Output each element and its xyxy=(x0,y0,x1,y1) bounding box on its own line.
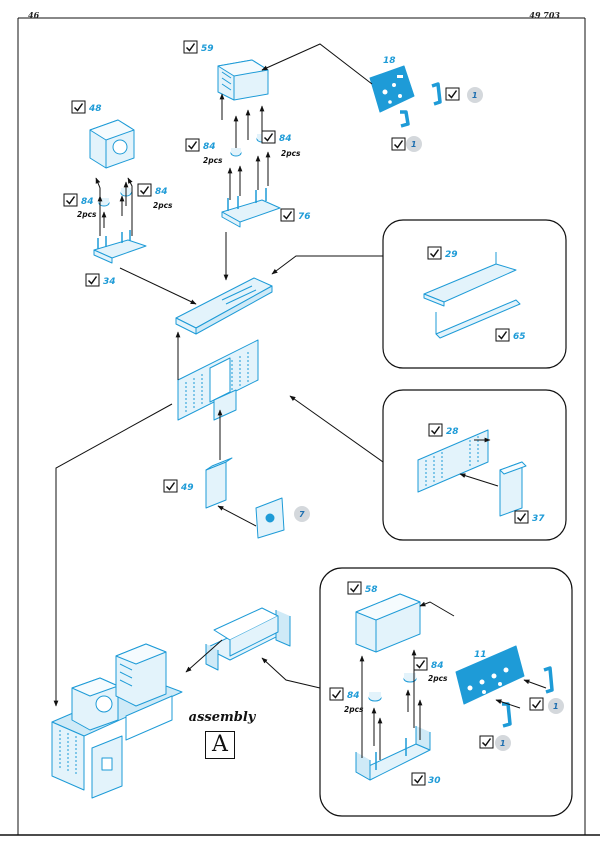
part-number-48: 48 xyxy=(88,104,102,114)
part-number-34: 34 xyxy=(103,277,116,287)
badge xyxy=(294,506,310,522)
part-number-58: 58 xyxy=(365,585,378,595)
part-1-handle xyxy=(400,110,410,128)
part-48-box xyxy=(89,119,135,169)
part-number-30: 30 xyxy=(428,776,441,786)
assembly-label: assembly xyxy=(188,710,256,725)
check-icon xyxy=(514,510,529,524)
main-shelf-assembly xyxy=(175,277,273,335)
check-icon xyxy=(479,735,494,749)
instrument-panel xyxy=(177,339,259,421)
part-59-box xyxy=(217,59,269,101)
part-number-84: 84 xyxy=(155,187,168,197)
part-34-bracket xyxy=(93,230,147,264)
assembly-letter: A xyxy=(205,731,235,759)
part-number-28: 28 xyxy=(446,427,459,437)
part-number-11: 11 xyxy=(474,650,487,660)
quantity-note: 2pcs xyxy=(428,674,448,683)
check-icon xyxy=(427,246,442,260)
part-29-shelf xyxy=(423,252,517,307)
check-icon xyxy=(85,273,100,287)
quantity-note: 2pcs xyxy=(153,201,173,210)
part-65-rail xyxy=(435,299,521,339)
check-icon xyxy=(347,581,362,595)
part-1-handle xyxy=(502,702,512,728)
check-icon xyxy=(261,130,276,144)
check-icon xyxy=(137,183,152,197)
badge xyxy=(548,698,564,714)
check-icon xyxy=(71,100,86,114)
part-number-18: 18 xyxy=(383,56,396,66)
detail-panel-29-65 xyxy=(382,219,567,369)
check-icon xyxy=(185,138,200,152)
part-number-59: 59 xyxy=(201,44,214,54)
check-icon xyxy=(183,40,198,54)
quantity-note: 2pcs xyxy=(344,705,364,714)
badge xyxy=(495,735,511,751)
check-icon xyxy=(529,697,544,711)
part-number-37: 37 xyxy=(532,514,545,524)
part-number-84: 84 xyxy=(279,134,292,144)
part-number-1: 1 xyxy=(472,91,478,100)
check-icon xyxy=(163,479,178,493)
part-number-49: 49 xyxy=(180,483,194,493)
part-76-bracket xyxy=(221,188,281,228)
frame-sub-assembly xyxy=(205,607,291,671)
check-icon xyxy=(63,193,78,207)
check-icon xyxy=(413,657,428,671)
part-1-handle xyxy=(431,82,442,106)
quantity-note: 2pcs xyxy=(281,149,301,158)
part-number-65: 65 xyxy=(513,332,526,342)
check-icon xyxy=(329,687,344,701)
part-28-panel xyxy=(417,429,489,493)
part-30-frame xyxy=(355,726,431,781)
part-1-handle xyxy=(543,666,554,694)
check-icon xyxy=(411,772,426,786)
part-number-1: 1 xyxy=(500,739,506,748)
part-number-1: 1 xyxy=(411,140,417,149)
quantity-note: 2pcs xyxy=(77,210,97,219)
completed-assembly xyxy=(51,643,183,799)
check-icon xyxy=(445,87,460,101)
part-37-plate xyxy=(499,461,527,517)
quantity-note: 2pcs xyxy=(203,156,223,165)
part-number-84: 84 xyxy=(203,142,216,152)
sheet-code: 49 703 xyxy=(529,10,560,20)
check-icon xyxy=(495,328,510,342)
check-icon xyxy=(391,137,406,151)
check-icon xyxy=(428,423,443,437)
part-number-84: 84 xyxy=(431,661,444,671)
part-18-circuit-board xyxy=(369,65,415,113)
part-number-84: 84 xyxy=(347,691,360,701)
part-number-7: 7 xyxy=(299,510,305,519)
badge xyxy=(406,136,422,152)
check-icon xyxy=(280,208,295,222)
part-7-plate xyxy=(255,497,285,539)
part-number-76: 76 xyxy=(298,212,311,222)
part-49-plate xyxy=(205,457,233,509)
part-number-1: 1 xyxy=(553,702,559,711)
page-number: 46 xyxy=(28,10,40,20)
badge xyxy=(467,87,483,103)
part-number-84: 84 xyxy=(81,197,94,207)
part-11-circuit-board xyxy=(455,645,525,705)
part-58-box xyxy=(355,593,421,653)
part-number-29: 29 xyxy=(445,250,458,260)
